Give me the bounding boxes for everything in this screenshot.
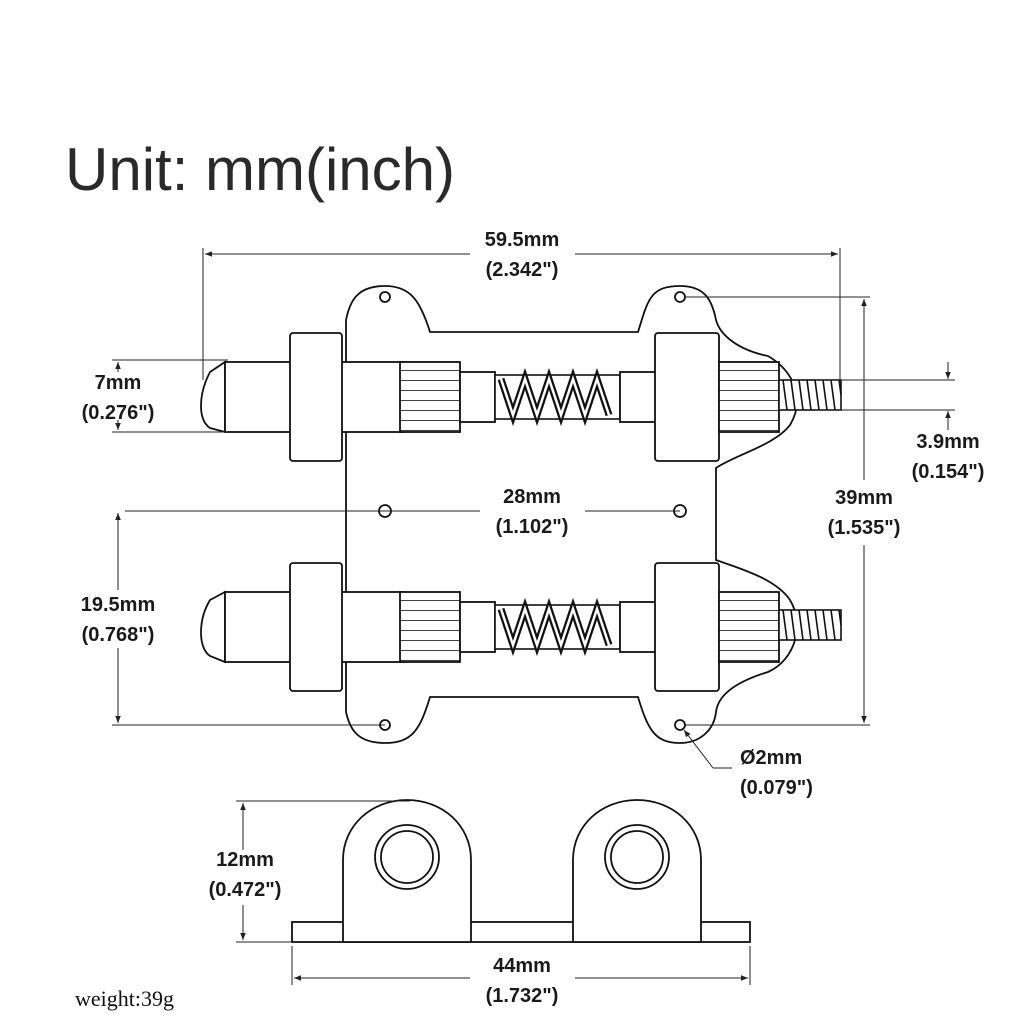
dim-label: (0.276") (82, 402, 155, 424)
dim-label: 7mm (95, 372, 142, 394)
plunger-tip (200, 590, 226, 664)
knurled-nut (718, 591, 780, 663)
saddle-block-right (654, 562, 720, 692)
spacer (459, 601, 496, 653)
side-view (291, 799, 751, 943)
dim-label: 19.5mm (81, 594, 156, 616)
dim-hole-spacing: 28mm (1.102") (125, 486, 680, 538)
dim-plunger-diameter: 7mm (0.276") (82, 359, 228, 433)
saddle-block-left (289, 562, 343, 692)
dim-side-length: 44mm (1.732") (291, 946, 751, 1007)
dim-label: 28mm (503, 486, 561, 508)
dim-hole-diameter: Ø2mm (0.079") (683, 729, 813, 799)
plunger-tip (200, 360, 226, 434)
saddle-block-right (654, 332, 720, 462)
dim-label: 3.9mm (916, 431, 979, 453)
lower-saddle (200, 562, 842, 692)
threaded-rod (778, 379, 842, 411)
knurled-nut (399, 361, 461, 433)
dim-label: 44mm (493, 955, 551, 977)
dim-label: (0.768") (82, 624, 155, 646)
spacer (459, 371, 496, 423)
dim-label: (0.472") (209, 879, 282, 901)
side-bore-inner (610, 830, 664, 884)
knurled-nut (399, 591, 461, 663)
dim-overall-length: 59.5mm (2.342") (202, 229, 841, 385)
top-view (200, 285, 842, 744)
weight-label: weight:39g (75, 986, 174, 1011)
knurled-nut (718, 361, 780, 433)
threaded-rod (778, 609, 842, 641)
base-plate (345, 285, 798, 744)
dim-label: (1.102") (496, 516, 569, 538)
spacer (619, 601, 657, 653)
dim-side-spacing: 19.5mm (0.768") (81, 513, 385, 726)
units-title: Unit: mm(inch) (65, 136, 455, 203)
mount-hole (674, 719, 686, 731)
dim-label: (1.732") (486, 985, 559, 1007)
mount-hole (674, 291, 686, 303)
dim-label: 59.5mm (485, 229, 560, 251)
dim-label: 12mm (216, 849, 274, 871)
dim-label: (0.154") (912, 461, 985, 483)
mount-hole (379, 291, 391, 303)
upper-saddle (200, 332, 842, 462)
dim-side-height: 12mm (0.472") (209, 800, 410, 943)
dim-label: Ø2mm (740, 747, 802, 769)
spacer (619, 371, 657, 423)
dim-overall-height: 39mm (1.535") (685, 296, 901, 726)
dim-label: (0.079") (740, 777, 813, 799)
saddle-block-left (289, 332, 343, 462)
dim-label: (1.535") (828, 517, 901, 539)
spring (495, 375, 620, 419)
dim-label: (2.342") (486, 259, 559, 281)
dim-label: 39mm (835, 487, 893, 509)
side-bore-inner (380, 830, 434, 884)
dim-thread-diameter: 3.9mm (0.154") (815, 362, 984, 483)
spring (495, 605, 620, 649)
